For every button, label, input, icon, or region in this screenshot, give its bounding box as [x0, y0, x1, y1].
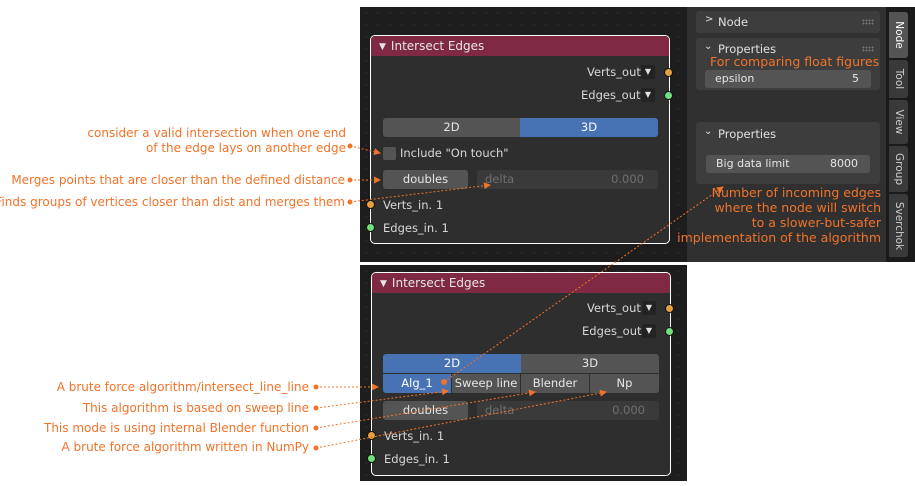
annotation-on-touch: consider a valid intersection when one e…	[87, 126, 346, 155]
np-button[interactable]: Np	[590, 374, 659, 393]
chevron-down-icon[interactable]: ▼	[380, 279, 387, 289]
edges-out-dropdown[interactable]: ▼	[642, 324, 656, 338]
edges-in-label: Edges_in. 1	[383, 221, 449, 235]
verts-in-socket[interactable]	[367, 431, 376, 440]
leader-sweep	[315, 388, 449, 409]
properties-panel-title: Properties	[718, 127, 777, 141]
tab-tool[interactable]: Tool	[889, 60, 908, 98]
big-data-limit-field[interactable]: Big data limit 8000	[706, 155, 870, 173]
verts-out-socket[interactable]	[665, 304, 674, 313]
edges-in-label: Edges_in. 1	[384, 452, 450, 466]
leader-dot	[313, 445, 319, 451]
doubles-button[interactable]: doubles	[383, 170, 468, 189]
chevron-right-icon[interactable]: >	[705, 14, 714, 25]
sweep-line-button[interactable]: Sweep line	[452, 374, 520, 393]
delta-field[interactable]: delta 0.000	[477, 170, 658, 189]
annotation-blender: This mode is using internal Blender func…	[44, 421, 309, 435]
sidebar-tabs: Node Tool View Group Sverchok	[886, 7, 915, 262]
delta-value: 0.000	[611, 172, 644, 186]
node-title: Intersect Edges	[390, 39, 485, 53]
annotation-alg-1: A brute force algorithm/intersect_line_l…	[56, 380, 309, 394]
big-data-limit-value: 8000	[830, 157, 858, 170]
leader-dot	[313, 425, 319, 431]
big-data-limit-label: Big data limit	[716, 157, 790, 170]
tab-view[interactable]: View	[889, 100, 908, 144]
annotation-big-data: Number of incoming edges where the node …	[677, 185, 881, 245]
leader-big-data	[443, 186, 724, 383]
verts-in-label: Verts_in. 1	[384, 429, 445, 443]
leader-dot	[347, 177, 353, 183]
edges-out-label: Edges_out	[582, 324, 642, 338]
leader-np	[315, 389, 607, 449]
leader-blender	[315, 389, 536, 429]
verts-in-socket[interactable]	[366, 200, 375, 209]
leader-dot	[347, 143, 353, 149]
mode-3d-button[interactable]: 3D	[520, 118, 658, 137]
annotation-delta: Finds groups of vertices closer than dis…	[0, 195, 345, 209]
grip-icon[interactable]	[862, 46, 874, 52]
delta-value: 0.000	[612, 403, 645, 417]
tab-node[interactable]: Node	[889, 12, 908, 58]
epsilon-value: 5	[852, 72, 859, 85]
verts-in-label: Verts_in. 1	[383, 198, 444, 212]
alg-1-button[interactable]: Alg_1	[383, 374, 451, 393]
mode-2d-button[interactable]: 2D	[383, 118, 520, 137]
node-header[interactable]: ▼ Intersect Edges	[371, 36, 669, 56]
annotation-np: A brute force algorithm written in NumPy	[61, 440, 310, 454]
edges-out-socket[interactable]	[664, 91, 673, 100]
annotation-epsilon: For comparing float figures	[710, 54, 880, 69]
node-header[interactable]: ▼ Intersect Edges	[372, 273, 670, 293]
verts-out-label: Verts_out	[587, 65, 641, 79]
edges-out-socket[interactable]	[665, 327, 674, 336]
delta-label: delta	[485, 172, 515, 186]
edges-in-socket[interactable]	[366, 223, 375, 232]
tab-group[interactable]: Group	[889, 146, 908, 192]
tab-sverchok[interactable]: Sverchok	[889, 194, 908, 257]
mode-2d-button[interactable]: 2D	[383, 354, 521, 373]
epsilon-label: epsilon	[715, 72, 755, 85]
edges-out-label: Edges_out	[581, 88, 641, 102]
chevron-down-icon[interactable]: ⌄	[704, 41, 713, 52]
mode-3d-button[interactable]: 3D	[521, 354, 659, 373]
epsilon-field[interactable]: epsilon 5	[705, 70, 871, 88]
annotation-doubles: Merges points that are closer than the d…	[11, 173, 345, 187]
grip-icon[interactable]	[862, 19, 874, 25]
verts-out-socket[interactable]	[664, 68, 673, 77]
delta-label: delta	[485, 403, 515, 417]
edges-in-socket[interactable]	[367, 454, 376, 463]
node-title: Intersect Edges	[391, 276, 486, 290]
delta-field[interactable]: delta 0.000	[477, 401, 659, 420]
edges-out-dropdown[interactable]: ▼	[641, 88, 655, 102]
leader-dot	[441, 379, 447, 385]
intersect-edges-node-top[interactable]: ▼ Intersect Edges	[370, 35, 670, 244]
chevron-down-icon[interactable]: ▼	[379, 42, 386, 52]
leader-dot	[347, 199, 353, 205]
leader-dot	[313, 405, 319, 411]
leader-delta	[349, 182, 491, 203]
chevron-down-icon[interactable]: ⌄	[704, 126, 713, 137]
node-panel[interactable]: > Node	[696, 11, 880, 33]
leader-dot	[313, 384, 319, 390]
verts-out-label: Verts_out	[587, 301, 641, 315]
doubles-button[interactable]: doubles	[383, 401, 468, 420]
verts-out-dropdown[interactable]: ▼	[641, 65, 655, 79]
properties-panel-2[interactable]: ⌄ Properties	[696, 122, 880, 184]
node-panel-title: Node	[718, 15, 749, 29]
include-on-touch-label: Include "On touch"	[400, 146, 509, 160]
include-on-touch-checkbox[interactable]	[383, 147, 396, 160]
verts-out-dropdown[interactable]: ▼	[642, 301, 656, 315]
annotation-sweep: This algorithm is based on sweep line	[82, 401, 309, 415]
leader-on-touch	[349, 145, 381, 156]
properties-panel-title: Properties	[718, 42, 777, 56]
blender-button[interactable]: Blender	[521, 374, 589, 393]
